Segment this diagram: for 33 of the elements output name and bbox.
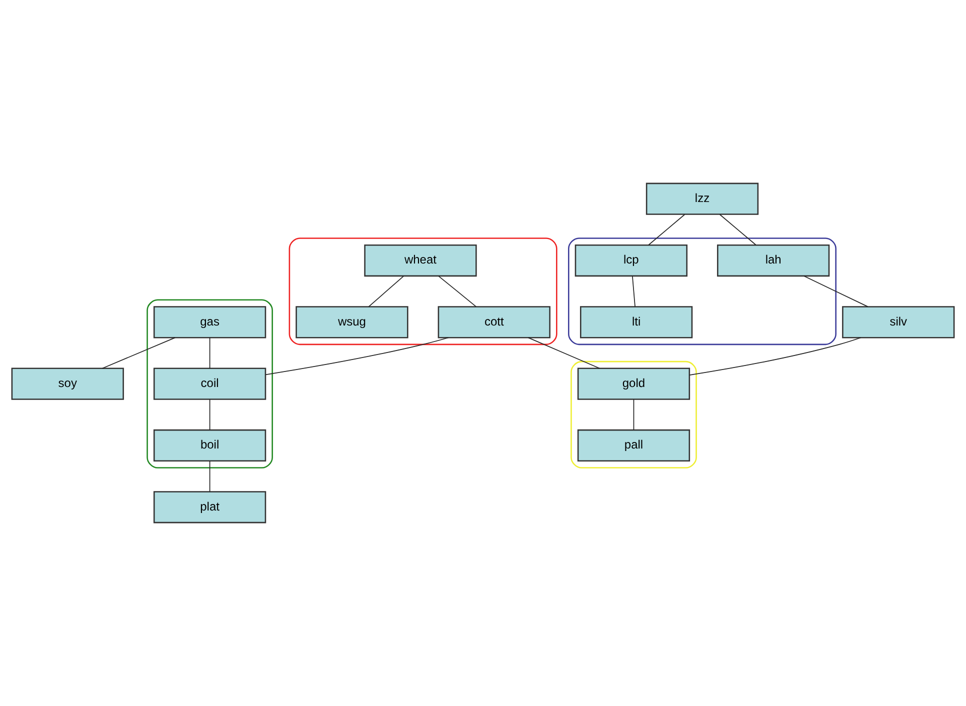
connector — [633, 399, 634, 430]
connector — [719, 214, 756, 246]
cluster — [288, 238, 558, 346]
connector — [689, 337, 862, 376]
connector — [209, 399, 210, 430]
node-box: wheat — [364, 244, 477, 277]
node-box: wsug — [296, 306, 408, 338]
node-box: gold — [577, 368, 690, 400]
connector — [102, 337, 176, 369]
node-box: silv — [842, 306, 955, 338]
connector — [528, 337, 600, 369]
node-box: soy — [11, 368, 124, 400]
node-box: lti — [580, 306, 693, 338]
cluster — [568, 238, 836, 346]
connector — [648, 214, 686, 246]
connector — [438, 276, 477, 308]
node-box: cott — [438, 306, 550, 338]
connector — [804, 276, 868, 308]
connector — [265, 337, 449, 376]
connector — [368, 276, 404, 308]
node-box: lcp — [574, 244, 688, 277]
node-box: lah — [717, 244, 830, 277]
node-box: gas — [153, 306, 266, 338]
connector — [632, 276, 636, 308]
node-box: pall — [577, 429, 690, 462]
node-box: lzz — [646, 182, 759, 215]
cluster — [570, 360, 697, 468]
cluster — [146, 299, 273, 468]
connector — [209, 337, 210, 369]
node-box: plat — [153, 491, 266, 524]
node-box: boil — [153, 429, 266, 462]
connector — [209, 460, 210, 492]
node-box: coil — [153, 368, 266, 400]
